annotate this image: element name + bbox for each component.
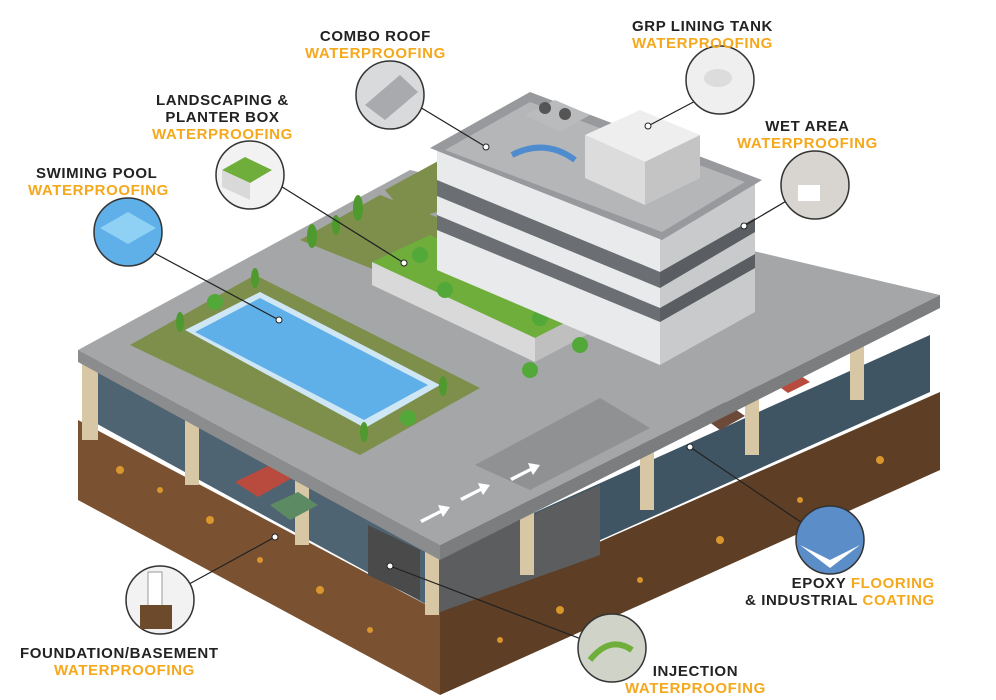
grp-tank-icon [685, 45, 755, 115]
injection-wall [368, 525, 420, 600]
car-red-1 [235, 465, 292, 497]
wet-area-title: WET AREA [765, 118, 850, 135]
trees [176, 195, 588, 442]
soil-block [78, 392, 940, 695]
epoxy-word3: & INDUSTRIAL [745, 592, 858, 609]
grp-tank-title: GRP LINING TANK [632, 18, 773, 35]
epoxy-word1: EPOXY [791, 575, 847, 592]
epoxy-word2: FLOORING [850, 575, 935, 592]
epoxy-word4: COATING [862, 592, 935, 609]
swimming-pool [185, 292, 440, 428]
foundation-label: FOUNDATION/BASEMENT WATERPROOFING [20, 645, 219, 679]
foundation-icon [125, 565, 195, 635]
combo-roof-icon [355, 60, 425, 130]
combo-roof-label: COMBO ROOF WATERPROOFING [305, 28, 446, 62]
swimming-pool-label: SWIMING POOL WATERPROOFING [28, 165, 169, 199]
epoxy-flooring-icon [795, 505, 865, 575]
injection-title: INJECTION [652, 663, 739, 680]
injection-label: INJECTION WATERPROOFING [625, 663, 766, 697]
landscaping-label: LANDSCAPING & PLANTER BOX WATERPROOFING [152, 92, 293, 143]
injection-icon [577, 613, 647, 683]
wet-area-sub: WATERPROOFING [737, 135, 878, 152]
wet-area-icon [780, 150, 850, 220]
combo-roof-sub: WATERPROOFING [305, 45, 446, 62]
foundation-title: FOUNDATION/BASEMENT [20, 645, 219, 662]
callout-dots [271, 122, 748, 570]
grp-tank-sub: WATERPROOFING [632, 35, 773, 52]
car-green [270, 492, 318, 520]
landscaping-title-1: LANDSCAPING & [156, 92, 289, 109]
basement-level [82, 330, 930, 615]
planter-box-icon [215, 140, 285, 210]
wet-area-label: WET AREA WATERPROOFING [737, 118, 878, 152]
landscaping-title-2: PLANTER BOX [165, 109, 280, 126]
landscaping-sub: WATERPROOFING [152, 126, 293, 143]
swimming-pool-icon [93, 197, 163, 267]
foundation-sub: WATERPROOFING [54, 662, 195, 679]
swimming-pool-title: SWIMING POOL [36, 165, 158, 182]
combo-roof-title: COMBO ROOF [319, 28, 431, 45]
injection-sub: WATERPROOFING [625, 680, 766, 697]
grp-tank-label: GRP LINING TANK WATERPROOFING [632, 18, 773, 52]
office-building [430, 92, 762, 365]
swimming-pool-sub: WATERPROOFING [28, 182, 169, 199]
epoxy-label: EPOXY FLOORING & INDUSTRIAL COATING [745, 575, 935, 609]
